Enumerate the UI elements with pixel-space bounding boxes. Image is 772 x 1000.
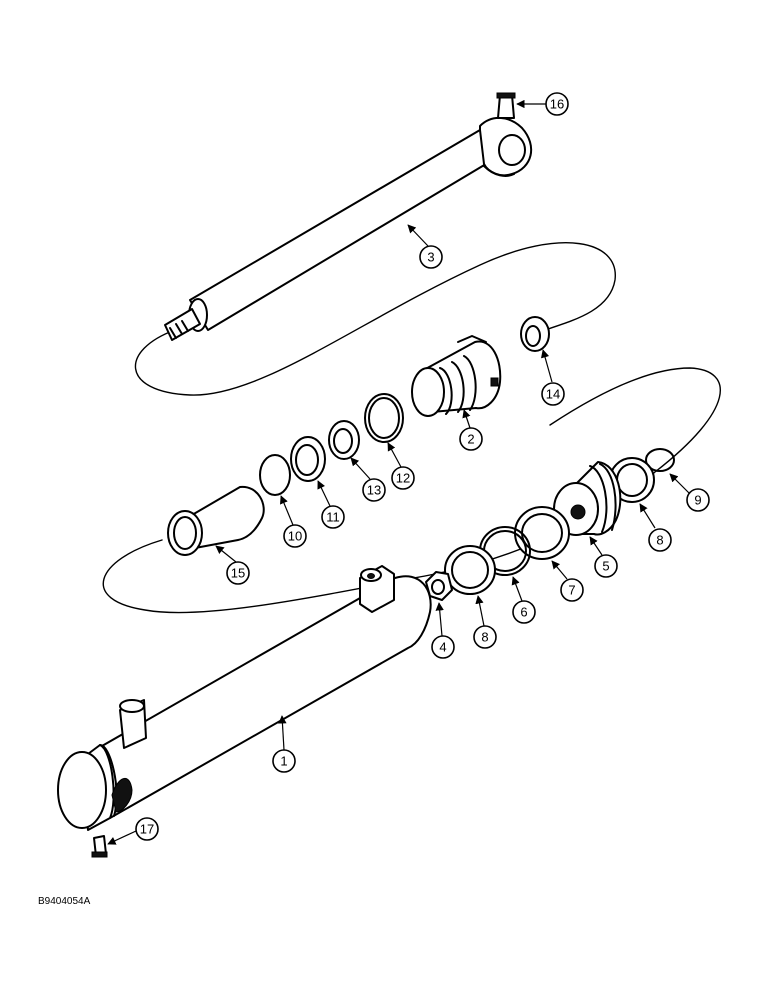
callout-16-label: 16 [550, 97, 564, 112]
part-9-o-ring [645, 448, 675, 472]
callout-8-upper: 8 [648, 528, 672, 552]
callout-5-label: 5 [602, 559, 609, 574]
callout-6: 6 [512, 600, 536, 624]
callout-5: 5 [594, 554, 618, 578]
part-3-piston-rod [164, 117, 532, 341]
callouts: 16 3 14 2 12 13 [107, 92, 710, 845]
callout-16: 16 [545, 92, 569, 116]
callout-1: 1 [272, 749, 296, 773]
part-4-nut [425, 571, 453, 601]
callout-9-label: 9 [694, 493, 701, 508]
part-14-wiper-seal [520, 316, 550, 352]
callout-17-label: 17 [140, 822, 154, 837]
callout-4: 4 [431, 635, 455, 659]
callout-3-label: 3 [427, 250, 434, 265]
callout-4-label: 4 [439, 640, 446, 655]
part-1-cylinder-barrel [57, 565, 432, 831]
callout-9: 9 [686, 488, 710, 512]
callout-7: 7 [560, 578, 584, 602]
callout-8-upper-label: 8 [656, 533, 663, 548]
callout-3: 3 [419, 245, 443, 269]
callout-13-label: 13 [367, 483, 381, 498]
callout-11: 11 [321, 505, 345, 529]
lower-grouping-loop [102, 367, 722, 614]
part-11-rod-seal [290, 436, 326, 482]
callout-13: 13 [362, 478, 386, 502]
callout-2-label: 2 [467, 432, 474, 447]
callout-12: 12 [391, 466, 415, 490]
part-2-gland [411, 335, 502, 417]
callout-6-label: 6 [520, 605, 527, 620]
callout-15: 15 [226, 561, 250, 585]
part-17-grease-fitting [91, 835, 108, 858]
callout-1-label: 1 [280, 754, 287, 769]
callout-14: 14 [541, 382, 565, 406]
part-8-wear-ring-lower [444, 545, 496, 595]
callout-2: 2 [459, 427, 483, 451]
part-15-spacer-tube [167, 485, 265, 556]
callout-10-label: 10 [288, 529, 302, 544]
callout-8-lower: 8 [473, 625, 497, 649]
part-16-grease-fitting [496, 92, 516, 119]
part-13-seal [328, 420, 360, 460]
callout-15-label: 15 [231, 566, 245, 581]
callout-12-label: 12 [396, 471, 410, 486]
callout-7-label: 7 [568, 583, 575, 598]
callout-17: 17 [135, 817, 159, 841]
part-10-backup-ring [259, 454, 291, 496]
reference-code: B9404054A [38, 896, 91, 907]
callout-8-lower-label: 8 [481, 630, 488, 645]
callout-10: 10 [283, 524, 307, 548]
callout-11-label: 11 [326, 510, 340, 525]
part-12-o-ring [364, 393, 404, 443]
part-7-piston-seal [514, 506, 570, 560]
upper-grouping-loop [134, 242, 616, 396]
callout-14-label: 14 [546, 387, 560, 402]
